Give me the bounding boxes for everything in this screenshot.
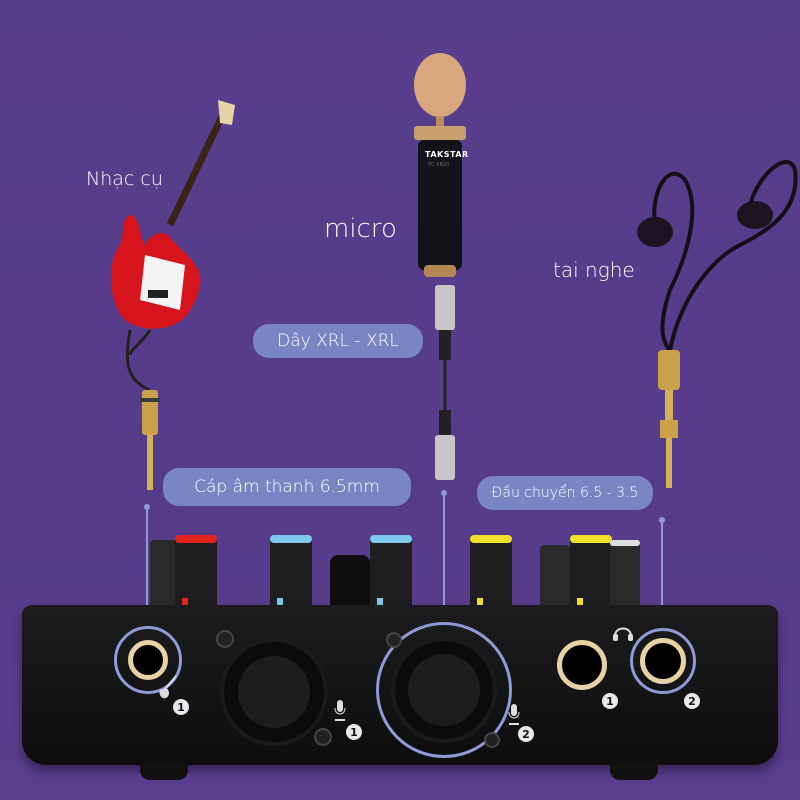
phones-connector-dot xyxy=(659,517,665,523)
phones2-port-number: 2 xyxy=(684,693,700,709)
screw xyxy=(484,732,500,748)
screw xyxy=(386,632,402,648)
electric-guitar-icon xyxy=(110,100,235,356)
adapter-callout: Đầu chuyển 6.5 - 3.5 xyxy=(477,476,653,510)
xlr-cable-icon xyxy=(435,285,455,480)
audio-cable-callout: Cáp âm thanh 6.5mm xyxy=(163,468,411,506)
mic-small-icon xyxy=(508,704,520,725)
mixer-foot-right xyxy=(610,762,658,780)
mic-model: PC-K820 xyxy=(428,162,450,168)
mic-connector-dot xyxy=(441,490,447,496)
phones-connector-line xyxy=(661,521,663,629)
xlr-cable-callout: Dây XRL - XRL xyxy=(253,324,423,358)
guitar-connector-dot xyxy=(144,504,150,510)
guitar-port-number: 1 xyxy=(173,699,189,715)
mic-connector-line xyxy=(443,494,445,624)
mic-brand: TAKSTAR xyxy=(425,150,469,159)
instrument-label: Nhạc cụ xyxy=(86,168,163,190)
mic2-port-number: 2 xyxy=(518,726,534,742)
phones1-port-number: 1 xyxy=(602,693,618,709)
headphone-jack-2[interactable] xyxy=(630,628,696,694)
headphone-label: tai nghe xyxy=(553,258,635,282)
headphone-small-icon xyxy=(613,627,633,641)
mic1-combo-input[interactable] xyxy=(220,638,328,746)
guitar-cable-icon xyxy=(125,329,160,490)
screw xyxy=(216,630,234,648)
mic1-port-number: 1 xyxy=(346,724,362,740)
mic-small-icon xyxy=(334,700,346,721)
microphone-icon xyxy=(414,53,466,277)
mixer-knobs xyxy=(150,535,640,610)
guitar-input-jack[interactable] xyxy=(114,626,182,694)
guitar-connector-line xyxy=(146,508,148,623)
earphones-icon xyxy=(637,160,798,488)
guitar-small-icon xyxy=(159,675,177,699)
mixer-foot-left xyxy=(140,762,188,780)
screw xyxy=(314,728,332,746)
headphone-jack-1[interactable] xyxy=(557,640,607,690)
micro-label: micro xyxy=(324,214,397,244)
mic2-combo-input[interactable] xyxy=(376,622,512,758)
